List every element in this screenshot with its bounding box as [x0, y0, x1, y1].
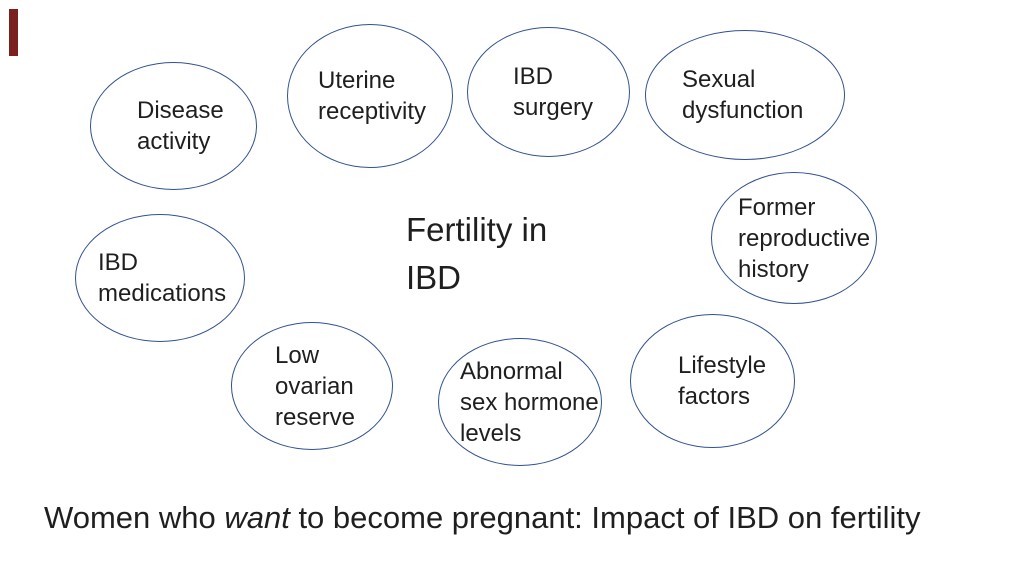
bubble-ibd-surgery: IBD surgery	[467, 27, 630, 157]
bubble-ibd-medications: IBD medications	[75, 214, 245, 342]
bubble-label: Low ovarian reserve	[275, 341, 356, 431]
bubble-sexual-dysfunction: Sexual dysfunction	[645, 30, 845, 160]
bubble-abnormal-sex-hormone-levels: Abnormal sex hormone levels	[438, 338, 602, 466]
accent-bar-decoration	[9, 9, 18, 56]
diagram-title: Fertility in IBD	[406, 211, 548, 296]
bubble-label: Lifestyle factors	[678, 352, 767, 410]
bubble-former-reproductive-history: Former reproductive history	[711, 172, 877, 304]
bubble-label: Former reproductive history	[738, 193, 871, 283]
slide-caption: Women who want to become pregnant: Impac…	[44, 499, 920, 537]
bubble-label: Disease activity	[137, 97, 224, 155]
caption-emphasis: want	[224, 500, 290, 535]
bubble-lifestyle-factors: Lifestyle factors	[630, 314, 795, 448]
bubble-label: IBD medications	[98, 249, 227, 307]
bubble-disease-activity: Disease activity	[90, 62, 257, 190]
caption-suffix: to become pregnant: Impact of IBD on fer…	[289, 500, 921, 535]
bubble-low-ovarian-reserve: Low ovarian reserve	[231, 322, 393, 450]
bubble-label: IBD surgery	[513, 63, 594, 121]
bubble-label: Abnormal sex hormone levels	[460, 357, 599, 447]
bubble-label: Uterine receptivity	[318, 67, 427, 125]
bubble-uterine-receptivity: Uterine receptivity	[287, 24, 453, 168]
caption-prefix: Women who	[44, 500, 225, 535]
bubble-label: Sexual dysfunction	[682, 66, 804, 124]
